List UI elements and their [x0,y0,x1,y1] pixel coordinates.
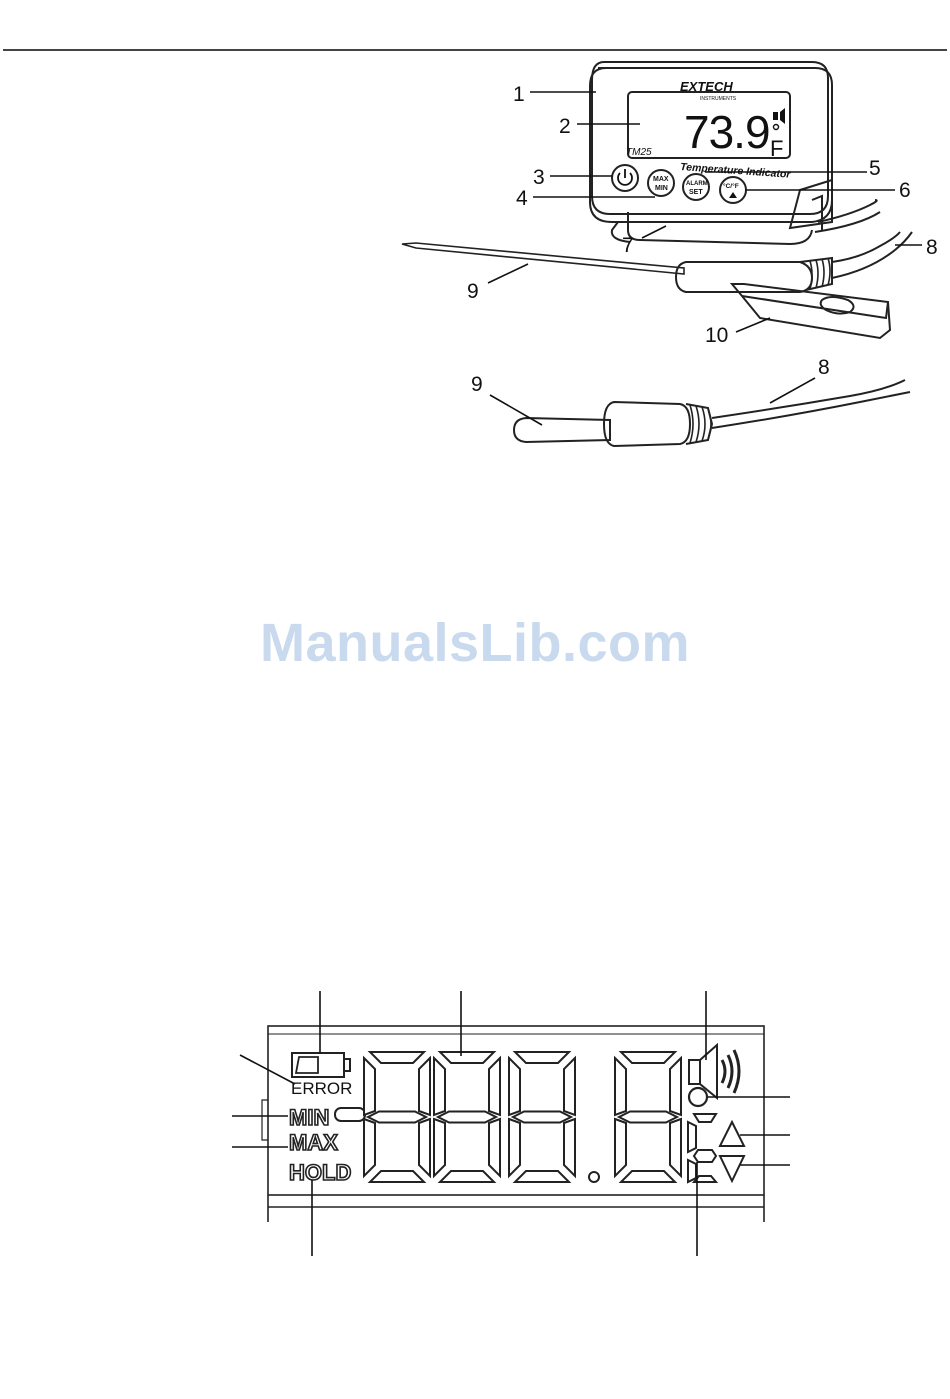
callout-7: 7 [622,234,634,257]
degree-icon [689,1088,707,1106]
maxmin-button[interactable]: MAX MIN [648,170,674,196]
probe-callout-8: 8 [818,356,830,379]
svg-text:MAX: MAX [653,176,669,183]
svg-text:°C/°F: °C/°F [723,182,739,190]
callout-5: 5 [869,157,881,180]
alarm-set-button[interactable]: ALARM SET [683,174,709,200]
display-unit: F [770,136,783,161]
callout-6: 6 [899,179,911,202]
svg-text:ALARM: ALARM [686,181,708,187]
thermometer-device: EXTECH INSTRUMENTS 73.9 F TM25 Temperatu… [590,62,880,244]
battery-icon [292,1053,350,1077]
lcd-min-label: MIN [289,1105,329,1130]
brand-logo: EXTECH [680,79,733,94]
callout-2: 2 [559,115,571,138]
callout-4: 4 [516,187,528,210]
bullet-probe [514,380,910,446]
callout-10: 10 [705,324,728,347]
probe-callout-9: 9 [471,373,483,396]
svg-text:MIN: MIN [655,185,668,192]
lcd-max-label: MAX [289,1130,338,1155]
power-button[interactable] [612,165,638,191]
unit-up-button[interactable]: °C/°F [720,177,746,203]
lcd-error-label: ERROR [291,1079,352,1098]
lcd-hold-label: HOLD [289,1160,351,1185]
model-label: TM25 [626,147,652,158]
watermark: ManualsLib.com [0,612,950,674]
svg-text:SET: SET [689,189,703,196]
callout-3: 3 [533,166,545,189]
callout-1: 1 [513,83,525,106]
lcd-diagram: ERROR MIN MAX HOLD [232,991,790,1256]
callout-8: 8 [926,236,938,259]
display-reading: 73.9 [684,106,770,158]
callout-9: 9 [467,280,479,303]
brand-sub: INSTRUMENTS [700,96,737,102]
